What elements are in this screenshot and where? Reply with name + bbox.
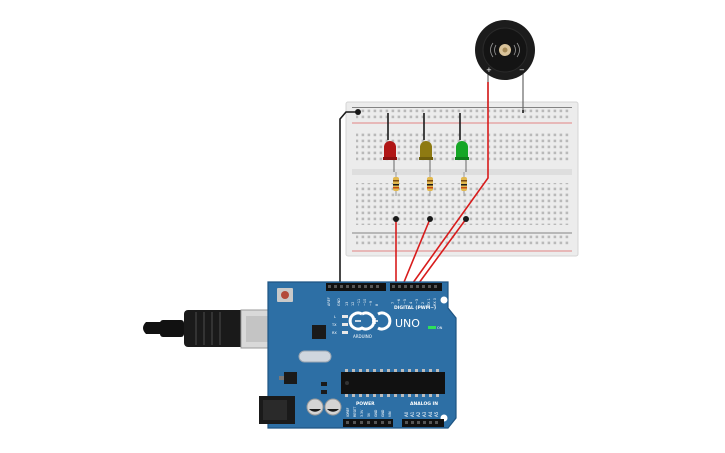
power-label: POWER [356,401,375,407]
buzzer-minus-label: − [519,66,525,74]
crystal [298,350,332,363]
wire-led2[interactable] [401,218,431,288]
wires [339,82,524,288]
svg-text:A3: A3 [422,411,427,417]
onboard-leds: L TX RX [331,315,348,335]
svg-text:GND: GND [337,298,341,306]
bottom-rail-holes[interactable] [356,235,570,247]
led-yellow[interactable] [419,113,433,172]
wire-led3[interactable] [415,218,467,288]
resistor-2[interactable] [427,172,433,196]
svg-text:13: 13 [345,302,349,306]
svg-text:A2: A2 [416,411,421,417]
svg-text:TX: TX [331,323,337,327]
power-jack-icon[interactable] [259,396,295,424]
resistor-1[interactable] [393,172,399,196]
uno-label: UNO [395,317,420,330]
capacitors [306,398,342,416]
svg-text:A4: A4 [428,411,433,417]
reset-button-icon[interactable] [277,288,293,302]
svg-text:RX 0: RX 0 [433,298,437,306]
svg-text:GND: GND [374,409,378,417]
voltage-regulator [284,372,297,384]
on-label: ON [437,326,443,330]
svg-text:~3: ~3 [415,299,419,304]
analog-pin-labels: A0 A1 A2 A3 A4 A5 [404,411,439,417]
top-pin-labels: AREF GND 13 12 ~11 ~10 ~9 8 7 ~6 ~5 4 ~3… [327,297,437,307]
svg-text:2: 2 [421,302,425,304]
usb-chip [312,325,326,339]
led-red[interactable] [383,113,397,172]
svg-text:TX 1: TX 1 [427,298,431,307]
atmega-chip [341,369,445,397]
svg-text:5V: 5V [367,412,371,417]
svg-text:IOREF: IOREF [346,407,350,417]
piezo-buzzer[interactable]: + − [475,20,535,110]
buzzer-icon [490,42,520,58]
led-green[interactable] [455,113,469,172]
svg-text:12: 12 [351,302,355,306]
top-rail-holes[interactable] [356,109,570,121]
buzzer-plus-label: + [486,66,492,74]
svg-text:AREF: AREF [327,297,331,306]
svg-text:~9: ~9 [369,301,373,306]
svg-text:RESET: RESET [353,407,357,417]
resistor-3[interactable] [461,172,467,196]
svg-text:7: 7 [391,302,395,304]
svg-text:A0: A0 [404,411,409,417]
svg-text:VIN: VIN [388,411,392,417]
svg-text:~6: ~6 [397,299,401,304]
on-led [428,326,436,329]
svg-text:8: 8 [375,304,379,306]
wire-gnd-black[interactable] [339,111,358,287]
digital-label: DIGITAL (PWM~) [394,305,436,311]
svg-text:~5: ~5 [403,299,407,304]
svg-text:RX: RX [332,331,337,335]
svg-text:4: 4 [409,302,413,304]
power-pin-labels: IOREF RESET 3.3V 5V GND GND VIN [346,407,392,417]
svg-text:~11: ~11 [357,299,361,306]
svg-text:GND: GND [381,409,385,417]
svg-text:L: L [334,315,336,319]
svg-text:A5: A5 [434,411,439,417]
analog-label: ANALOG IN [410,401,438,407]
brand-label: ARDUINO [353,334,372,339]
arduino-logo-icon [348,311,392,331]
wire-buzzer-signal[interactable] [409,82,489,288]
svg-text:3.3V: 3.3V [360,409,364,417]
svg-text:A1: A1 [410,411,415,417]
svg-text:~10: ~10 [363,299,367,306]
digital-header-left[interactable] [326,283,386,291]
arduino-uno[interactable]: AREF GND 13 12 ~11 ~10 ~9 8 7 ~6 ~5 4 ~3… [259,281,457,429]
